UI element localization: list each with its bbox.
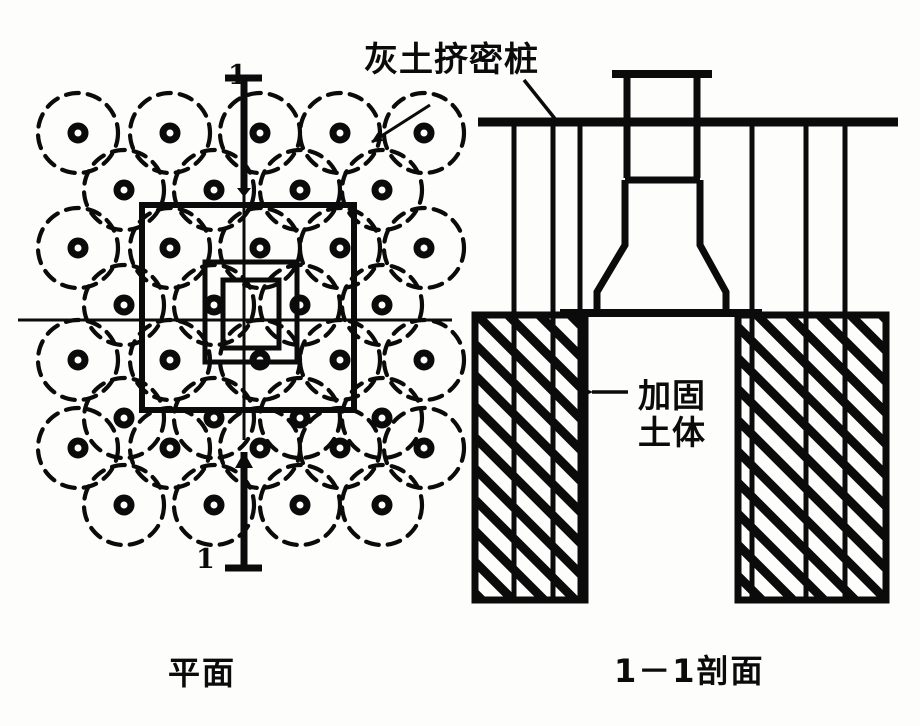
pile-core-grid	[67, 122, 435, 516]
reinforced-soil-block-left	[471, 311, 589, 604]
pile-core	[413, 349, 435, 371]
pile-core	[67, 437, 89, 459]
section-view	[371, 70, 898, 604]
pile-core	[413, 437, 435, 459]
pile-circle	[127, 405, 213, 491]
pile-core	[159, 437, 181, 459]
pile-circle	[381, 317, 467, 403]
pile-circle	[257, 147, 343, 233]
reinforced-soil-block-right	[734, 311, 890, 604]
pile-core	[371, 179, 393, 201]
pile-circle	[217, 205, 303, 291]
leader-line-pile-plan	[371, 103, 431, 144]
pile-core	[329, 237, 351, 259]
caption-plan-view: 平面	[168, 654, 237, 692]
pile-shafts-right	[749, 124, 848, 598]
pile-circle	[217, 90, 303, 176]
section-mark-bottom-number: 1	[196, 544, 215, 575]
pile-label: 灰土挤密桩	[364, 40, 539, 80]
footing-left-profile	[593, 180, 629, 312]
pile-circle	[257, 462, 343, 548]
pile-circle	[339, 375, 425, 461]
pile-core	[413, 122, 435, 144]
pile-core	[249, 122, 271, 144]
leader-line-pile-section	[522, 78, 558, 122]
pile-circle	[381, 90, 467, 176]
reinforced-soil-label-line1: 加固	[638, 376, 706, 415]
pile-circle	[257, 375, 343, 461]
footing-outline-plan	[139, 202, 357, 413]
pile-core	[289, 294, 311, 316]
pile-core	[413, 237, 435, 259]
pile-core	[67, 122, 89, 144]
pile-circle	[381, 405, 467, 491]
pile-circle	[297, 90, 383, 176]
reinforced-soil-label-line2: 土体	[638, 412, 706, 452]
pile-core	[67, 349, 89, 371]
pile-shafts-left	[511, 124, 583, 598]
pile-circle	[35, 405, 121, 491]
pile-core	[159, 122, 181, 144]
pile-circle	[297, 317, 383, 403]
pile-core	[289, 407, 311, 429]
pile-core	[289, 494, 311, 516]
pile-core	[371, 294, 393, 316]
pile-circle	[81, 375, 167, 461]
pile-core	[329, 349, 351, 371]
footing-right-profile	[696, 180, 730, 312]
pile-circle	[171, 375, 257, 461]
pile-circle	[81, 147, 167, 233]
pile-core	[289, 179, 311, 201]
pile-core	[159, 237, 181, 259]
pile-circle	[35, 317, 121, 403]
pile-circle	[257, 262, 343, 348]
pile-circle	[81, 462, 167, 548]
pile-circle	[339, 262, 425, 348]
pile-core	[113, 179, 135, 201]
pile-circle	[81, 262, 167, 348]
section-mark-top	[225, 74, 262, 197]
pile-circle	[171, 462, 257, 548]
pile-core	[203, 179, 225, 201]
footing-step-plan	[202, 259, 300, 365]
pile-circle	[171, 147, 257, 233]
pile-core	[371, 407, 393, 429]
pile-circle	[381, 205, 467, 291]
pile-circle	[35, 90, 121, 176]
pile-core	[113, 294, 135, 316]
pile-core	[371, 494, 393, 516]
pile-circle	[127, 90, 213, 176]
pile-circle	[297, 205, 383, 291]
caption-section-view: 1－1剖面	[614, 652, 765, 690]
pile-circle	[171, 262, 257, 348]
pile-core	[203, 407, 225, 429]
pile-core	[159, 349, 181, 371]
section-mark-top-number: 1	[228, 60, 247, 91]
pile-core	[113, 494, 135, 516]
pile-circle	[339, 462, 425, 548]
pile-core	[67, 237, 89, 259]
pile-core	[249, 237, 271, 259]
pile-circle	[35, 205, 121, 291]
pile-circle	[339, 147, 425, 233]
pile-core	[113, 407, 135, 429]
pile-core	[329, 122, 351, 144]
pile-core	[203, 494, 225, 516]
reinforced-soil-label: 加固 土体	[638, 376, 706, 452]
section-arrowhead-bottom	[235, 452, 253, 468]
pile-core	[329, 437, 351, 459]
column-section	[623, 74, 701, 178]
pile-core	[249, 437, 271, 459]
column-outline-plan	[220, 277, 282, 351]
footing-fill	[597, 178, 726, 312]
section-mark-bottom	[225, 452, 262, 572]
pile-core	[203, 294, 225, 316]
plan-view	[18, 74, 467, 572]
